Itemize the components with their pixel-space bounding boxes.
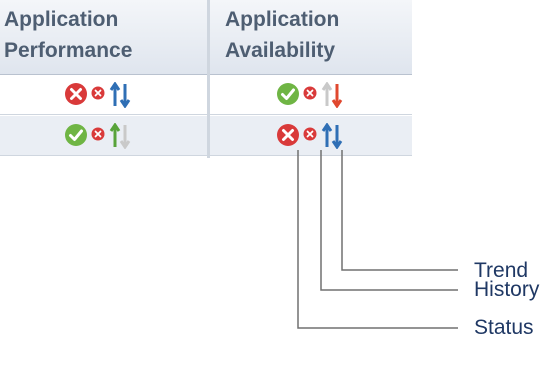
availability-cell[interactable] xyxy=(276,82,346,108)
performance-cell[interactable] xyxy=(64,123,134,149)
ok-icon xyxy=(277,83,299,105)
trend-label: Trend xyxy=(474,259,529,282)
table-row xyxy=(0,75,412,115)
header-line-1: Application xyxy=(4,8,119,31)
header-line-1: Application xyxy=(225,8,340,31)
header-line-2: Performance xyxy=(4,39,133,62)
error-icon xyxy=(277,124,299,146)
availability-cell[interactable] xyxy=(276,123,346,149)
status-grid: Application Performance Application Avai… xyxy=(0,0,412,158)
error-dot-icon xyxy=(303,86,317,100)
history-label: History xyxy=(474,278,540,301)
status-leader-line xyxy=(297,150,458,329)
error-dot-icon xyxy=(91,127,105,141)
error-dot-icon xyxy=(91,86,105,100)
trend-mixed-icon xyxy=(321,123,343,149)
status-label: Status xyxy=(474,316,534,339)
error-icon xyxy=(65,83,87,105)
trend-down-icon xyxy=(321,82,343,108)
trend-leader-line xyxy=(341,150,458,271)
history-leader-line xyxy=(320,150,458,291)
ok-icon xyxy=(65,124,87,146)
table-row xyxy=(0,116,412,156)
trend-mixed-icon xyxy=(109,82,131,108)
header-line-2: Availability xyxy=(225,39,336,62)
column-header-application-availability[interactable]: Application Availability xyxy=(210,0,412,75)
performance-cell[interactable] xyxy=(64,82,134,108)
column-header-application-performance[interactable]: Application Performance xyxy=(0,0,207,75)
error-dot-icon xyxy=(303,127,317,141)
trend-up-icon xyxy=(109,123,131,149)
column-divider xyxy=(207,0,210,158)
